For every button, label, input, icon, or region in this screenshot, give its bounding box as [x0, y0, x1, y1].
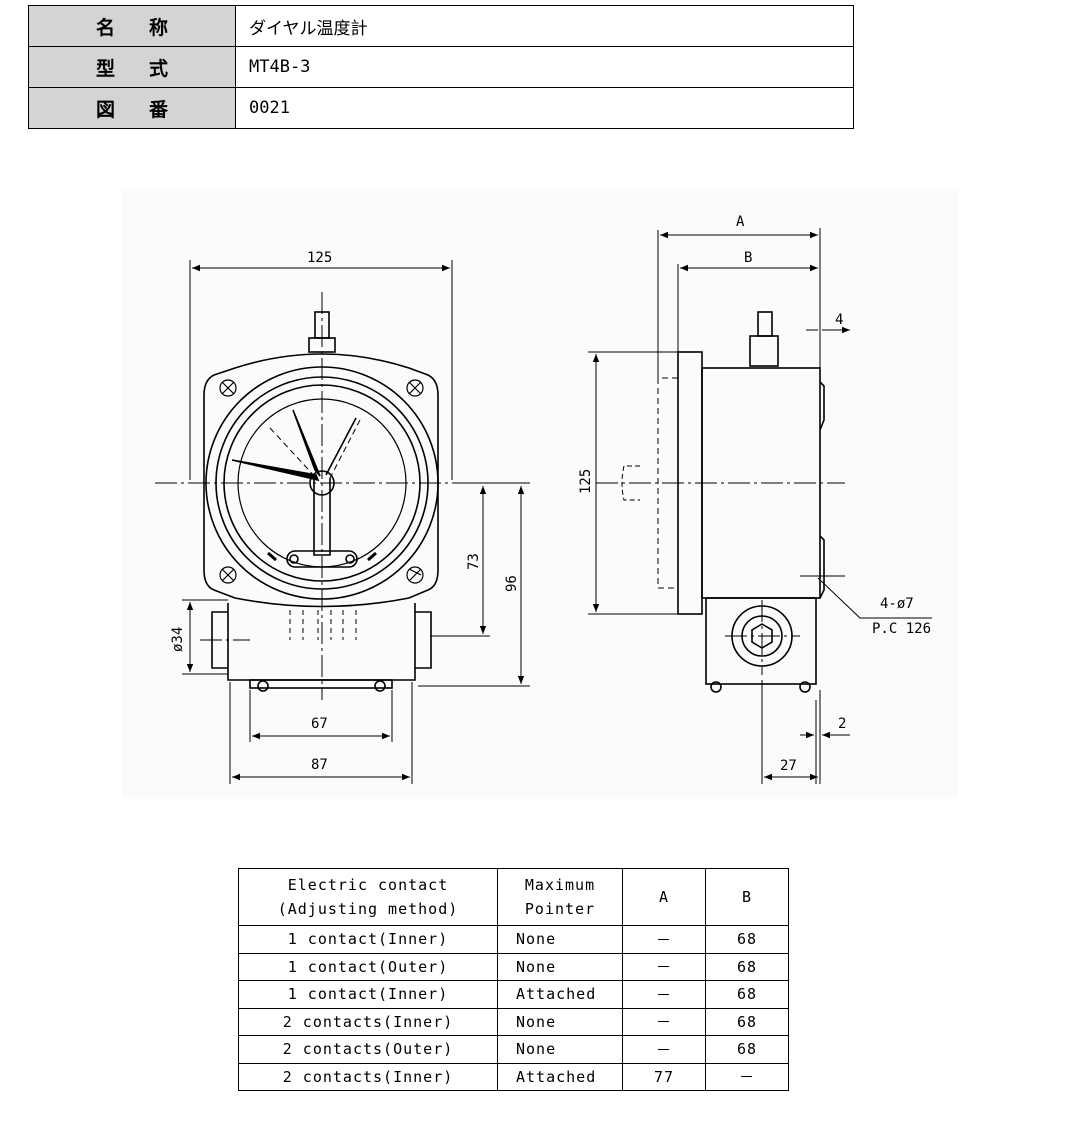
- title-row-name: 名称 ダイヤル温度計: [28, 5, 854, 47]
- drawing-key: 図番: [28, 87, 236, 129]
- header-text: Maximum Pointer: [524, 876, 596, 918]
- drawing-background: [122, 190, 958, 798]
- dim-base-offset: 2: [838, 716, 846, 732]
- side-centerlines: [596, 482, 845, 675]
- table-row: 2 contacts(Outer) None － 68: [238, 1035, 789, 1064]
- dim-side-height: 125: [578, 469, 594, 494]
- name-key: 名称: [28, 5, 236, 47]
- flange-step-top: [819, 381, 825, 431]
- dim-depth-a: A: [736, 214, 745, 230]
- dim-port-dia: ø34: [170, 627, 186, 652]
- dim-front-width: 125: [307, 250, 332, 266]
- cell-max-pointer: Attached: [497, 980, 623, 1009]
- contact-spec-table: Electric contact (Adjusting method) Maxi…: [238, 868, 789, 1091]
- cell-contact: 1 contact(Outer): [238, 952, 498, 981]
- title-block: 名称 ダイヤル温度計 型式 MT4B-3 図番 0021: [28, 5, 854, 129]
- table-row: 2 contacts(Inner) None － 68: [238, 1007, 789, 1036]
- dim-base-depth: 27: [780, 758, 797, 774]
- dim-center-flange: 73: [466, 553, 482, 570]
- case-outline: [203, 353, 439, 608]
- dim-base-width: 87: [311, 757, 328, 773]
- header-max-pointer: Maximum Pointer: [497, 868, 623, 926]
- cell-a: －: [622, 980, 706, 1009]
- dim-pitch-circle: P.C 126: [872, 621, 931, 637]
- side-dimensions: [588, 228, 932, 784]
- cell-contact: 2 contacts(Inner): [238, 1007, 498, 1036]
- dim-bolt-holes: 4-ø7: [880, 596, 914, 612]
- cell-b: 68: [705, 952, 789, 981]
- flange-step-bottom: [819, 535, 825, 599]
- cell-a: －: [622, 952, 706, 981]
- cell-contact: 2 contacts(Inner): [238, 1062, 498, 1091]
- cell-contact: 1 contact(Inner): [238, 925, 498, 954]
- title-row-drawing: 図番 0021: [28, 87, 854, 129]
- contact-pointer: [292, 409, 321, 477]
- cell-max-pointer: None: [497, 1007, 623, 1036]
- name-value: ダイヤル温度計: [235, 5, 854, 47]
- base-plate: [249, 679, 393, 689]
- side-base: [705, 597, 817, 685]
- dim-center-base: 96: [504, 575, 520, 592]
- bar-screw-right: [345, 554, 355, 564]
- max-pointer: [325, 417, 357, 476]
- dim-depth-b: B: [744, 250, 752, 266]
- drawing-value: 0021: [235, 87, 854, 129]
- cell-b: 68: [705, 1035, 789, 1064]
- bar-screw-left: [289, 554, 299, 564]
- cell-b: 68: [705, 925, 789, 954]
- side-foot-right: [799, 681, 811, 693]
- table-row: 2 contacts(Inner) Attached 77 －: [238, 1062, 789, 1091]
- scale-end-marks: [267, 551, 377, 562]
- cell-max-pointer: Attached: [497, 1062, 623, 1091]
- mount-screws: [219, 379, 424, 584]
- front-dimensions: [182, 260, 530, 784]
- cell-contact: 1 contact(Inner): [238, 980, 498, 1009]
- dim-flange-offset: 4: [835, 312, 843, 328]
- dashed-pointers: [269, 419, 361, 481]
- cell-b: －: [705, 1062, 789, 1091]
- cell-max-pointer: None: [497, 952, 623, 981]
- cell-a: 77: [622, 1062, 706, 1091]
- base-foot-right: [374, 680, 386, 692]
- cell-a: －: [622, 1035, 706, 1064]
- header-a: A: [622, 868, 706, 926]
- cell-a: －: [622, 1007, 706, 1036]
- pointer-stem: [313, 478, 331, 556]
- title-row-model: 型式 MT4B-3: [28, 46, 854, 88]
- table-row: 1 contact(Outer) None － 68: [238, 952, 789, 981]
- cell-max-pointer: None: [497, 925, 623, 954]
- header-electric-contact: Electric contact (Adjusting method): [238, 868, 498, 926]
- dim-base-pitch: 67: [311, 716, 328, 732]
- header-b: B: [705, 868, 789, 926]
- side-foot-left: [710, 681, 722, 693]
- main-pointer: [231, 459, 320, 482]
- cell-contact: 2 contacts(Outer): [238, 1035, 498, 1064]
- base-foot-left: [257, 680, 269, 692]
- cell-b: 68: [705, 980, 789, 1009]
- header-text: Electric contact (Adjusting method): [277, 876, 459, 918]
- model-key: 型式: [28, 46, 236, 88]
- cell-a: －: [622, 925, 706, 954]
- table-row: 1 contact(Inner) Attached － 68: [238, 980, 789, 1009]
- cell-b: 68: [705, 1007, 789, 1036]
- side-stem: [757, 311, 773, 337]
- table-row: 1 contact(Inner) None － 68: [238, 925, 789, 954]
- cell-max-pointer: None: [497, 1035, 623, 1064]
- front-centerlines: [155, 292, 490, 700]
- spec-header-row: Electric contact (Adjusting method) Maxi…: [238, 868, 789, 926]
